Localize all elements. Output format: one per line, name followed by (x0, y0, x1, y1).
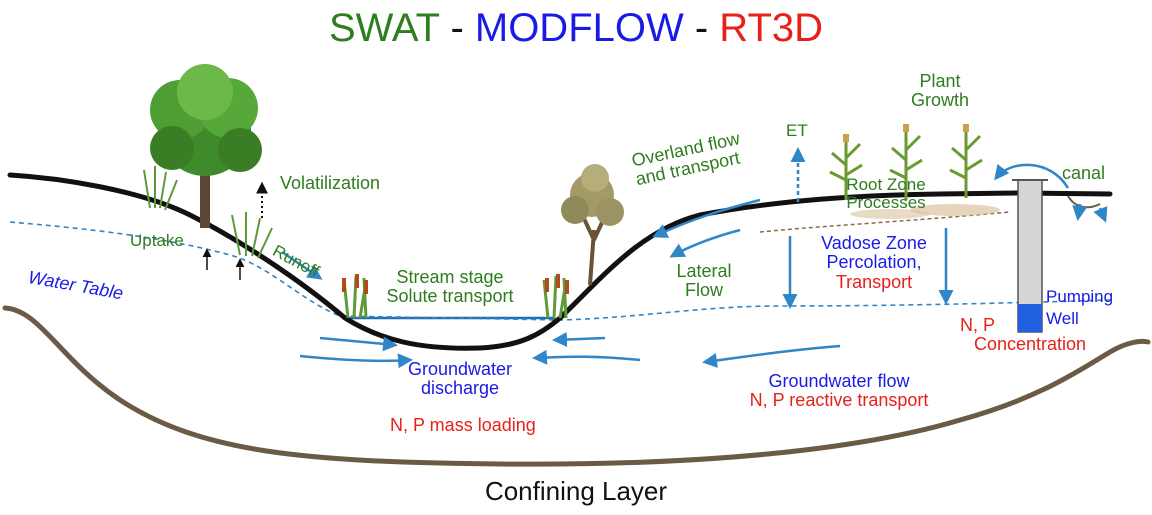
canal-inflow-arrow (994, 163, 1070, 189)
label-well: Well (1046, 309, 1079, 328)
label-np-conc-line1: N, P (960, 315, 996, 335)
corn-plant-icon (829, 130, 983, 200)
label-vadose-line3: Transport (835, 271, 913, 292)
tree-icon (561, 164, 624, 286)
label-np-mass-loading: N, P mass loading (390, 415, 536, 435)
title-modflow: MODFLOW (474, 6, 684, 50)
label-gw-flow-line1: Groundwater flow (768, 371, 910, 391)
overland-flow-arrow (652, 198, 761, 238)
label-plant-growth-line1: Plant (919, 71, 961, 91)
runoff-arrow (281, 250, 323, 280)
reed-icon (542, 274, 569, 319)
canal-seepage-arrow (1093, 206, 1108, 223)
label-vadose-line2: Percolation, (826, 252, 922, 273)
label-gw-discharge-line2: discharge (420, 378, 500, 399)
gw-discharge-arrow (319, 336, 398, 352)
label-lateral-line2: Flow (684, 280, 723, 301)
gw-discharge-arrow (299, 353, 413, 369)
confining-layer-boundary (2, 305, 1151, 467)
reed-icon (342, 274, 368, 319)
label-root-zone-line2: Processes (846, 193, 926, 213)
label-gw-discharge-line1: Groundwater (407, 359, 513, 379)
label-confining-layer: Confining Layer (484, 476, 668, 506)
label-solute-transport: Solute transport (386, 286, 514, 307)
label-groundwater-flow: Groundwater flow N, P reactive transport (724, 371, 954, 411)
label-vadose-zone: Vadose Zone Percolation, Transport (814, 233, 934, 292)
label-volatilization: Volatilization (280, 173, 381, 193)
canal-seepage-arrow (1072, 203, 1088, 221)
root-mass (850, 209, 930, 219)
label-gw-flow-line2: N, P reactive transport (749, 390, 929, 411)
label-lateral-line1: Lateral (676, 261, 732, 281)
groundwater-flow-arrow (702, 344, 841, 368)
root-mass (910, 204, 1000, 216)
label-et: ET (786, 121, 808, 140)
title-swat: SWAT (328, 6, 440, 50)
tree-icon (150, 64, 262, 228)
title-separator: - (439, 6, 475, 50)
corn-tassel (843, 124, 969, 142)
label-stream-stage-line1: Stream stage (396, 267, 504, 287)
label-root-zone: Root Zone Processes (826, 175, 946, 213)
label-uptake: Uptake (130, 231, 184, 250)
label-stream-stage: Stream stage Solute transport (385, 267, 515, 307)
gw-discharge-arrow (532, 349, 641, 365)
label-pumping: Pumping (1046, 287, 1114, 306)
label-vadose-line1: Vadose Zone (821, 233, 927, 253)
grass-icon (143, 166, 273, 259)
label-lateral-flow: Lateral Flow (664, 261, 744, 301)
title-rt3d: RT3D (719, 6, 824, 50)
label-canal: canal (1062, 163, 1106, 183)
gw-discharge-arrow (552, 332, 606, 348)
label-plant-growth: Plant Growth (900, 71, 980, 111)
label-plant-growth-line2: Growth (910, 90, 970, 111)
ground-surface (7, 172, 1113, 351)
lateral-flow-arrow (669, 228, 741, 258)
well-icon (1012, 179, 1048, 333)
label-root-zone-line1: Root Zone (846, 175, 926, 194)
label-groundwater-discharge: Groundwater discharge (400, 359, 520, 399)
label-np-conc-line2: Concentration (973, 334, 1087, 355)
canal-basin (1067, 195, 1101, 209)
page-title: SWAT - MODFLOW - RT3D (0, 6, 1152, 51)
label-np-concentration: N, P Concentration (960, 315, 1100, 355)
title-separator: - (683, 6, 720, 50)
